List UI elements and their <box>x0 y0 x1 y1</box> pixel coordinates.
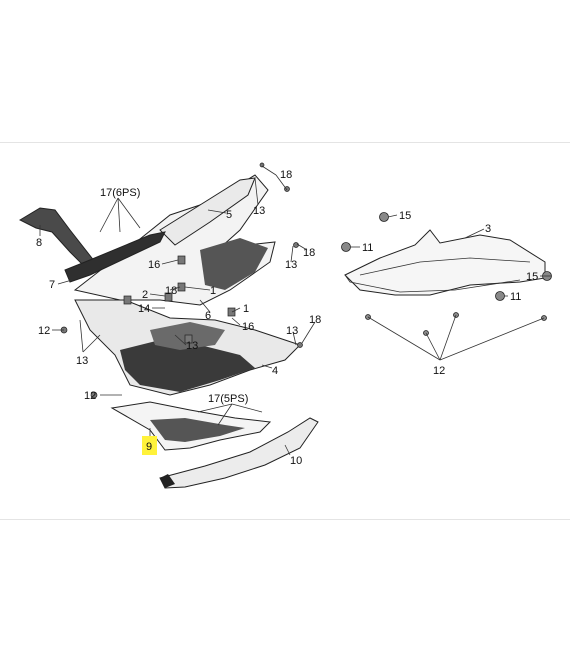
callout-16-b: 16 <box>242 321 254 333</box>
callout-13-right: 13 <box>286 325 298 337</box>
callout-1-a: 1 <box>210 285 216 297</box>
callout-14: 14 <box>138 303 150 315</box>
part-3-skid-plate-rib <box>359 257 531 276</box>
callout-5: 5 <box>226 209 232 221</box>
callout-2: 2 <box>142 289 148 301</box>
callout-9: 9 <box>146 441 152 453</box>
part-3-skid-plate <box>344 229 546 296</box>
callout-13-upper: 13 <box>285 259 297 271</box>
callout-7: 7 <box>49 279 55 291</box>
part-10-edge-dark <box>160 474 175 488</box>
callout-9-highlight <box>142 436 157 455</box>
part-10-side-skirt <box>159 417 319 489</box>
callout-16-a: 16 <box>148 259 160 271</box>
part-3-skid-plate-lower-edge <box>344 274 521 293</box>
part-9-inner-dark <box>150 418 245 442</box>
callout-18-right: 18 <box>309 314 321 326</box>
callout-8: 8 <box>36 237 42 249</box>
callout-18-mid: 18 <box>165 285 177 297</box>
callout-11-top: 11 <box>362 242 373 254</box>
callout-3: 3 <box>485 223 491 235</box>
callout-13-top: 13 <box>253 205 265 217</box>
part-floor-panel-shadow <box>200 238 268 290</box>
diagram-frame <box>0 142 570 520</box>
callout-11-right: 11 <box>510 291 521 303</box>
callout-18-top: 18 <box>280 169 292 181</box>
callout-17-5ps: 17(5PS) <box>208 393 248 405</box>
callout-15-top: 15 <box>399 210 411 222</box>
fasteners-left <box>60 162 303 399</box>
part-7-left-strip <box>64 231 166 283</box>
callout-15-right: 15 <box>526 271 538 283</box>
leader-lines <box>39 165 551 456</box>
part-8-bracket <box>18 207 96 271</box>
part-4-floor-dark <box>120 340 255 392</box>
callout-12-bottom: 12 <box>433 365 445 377</box>
callout-12-mid: 12 <box>84 390 96 402</box>
callout-4: 4 <box>272 365 278 377</box>
callout-17-6ps: 17(6PS) <box>100 187 140 199</box>
callout-12-left: 12 <box>38 325 50 337</box>
callout-18-upper: 18 <box>303 247 315 259</box>
callout-6: 6 <box>205 310 211 322</box>
callout-13-mid: 13 <box>186 340 198 352</box>
callout-13-left: 13 <box>76 355 88 367</box>
callout-10: 10 <box>290 455 302 467</box>
part-5-side-rail <box>159 177 256 246</box>
callout-labels: 17(6PS) 18 13 5 8 16 7 2 18 14 1 6 1 16 … <box>36 169 538 467</box>
callout-1-b: 1 <box>243 303 249 315</box>
